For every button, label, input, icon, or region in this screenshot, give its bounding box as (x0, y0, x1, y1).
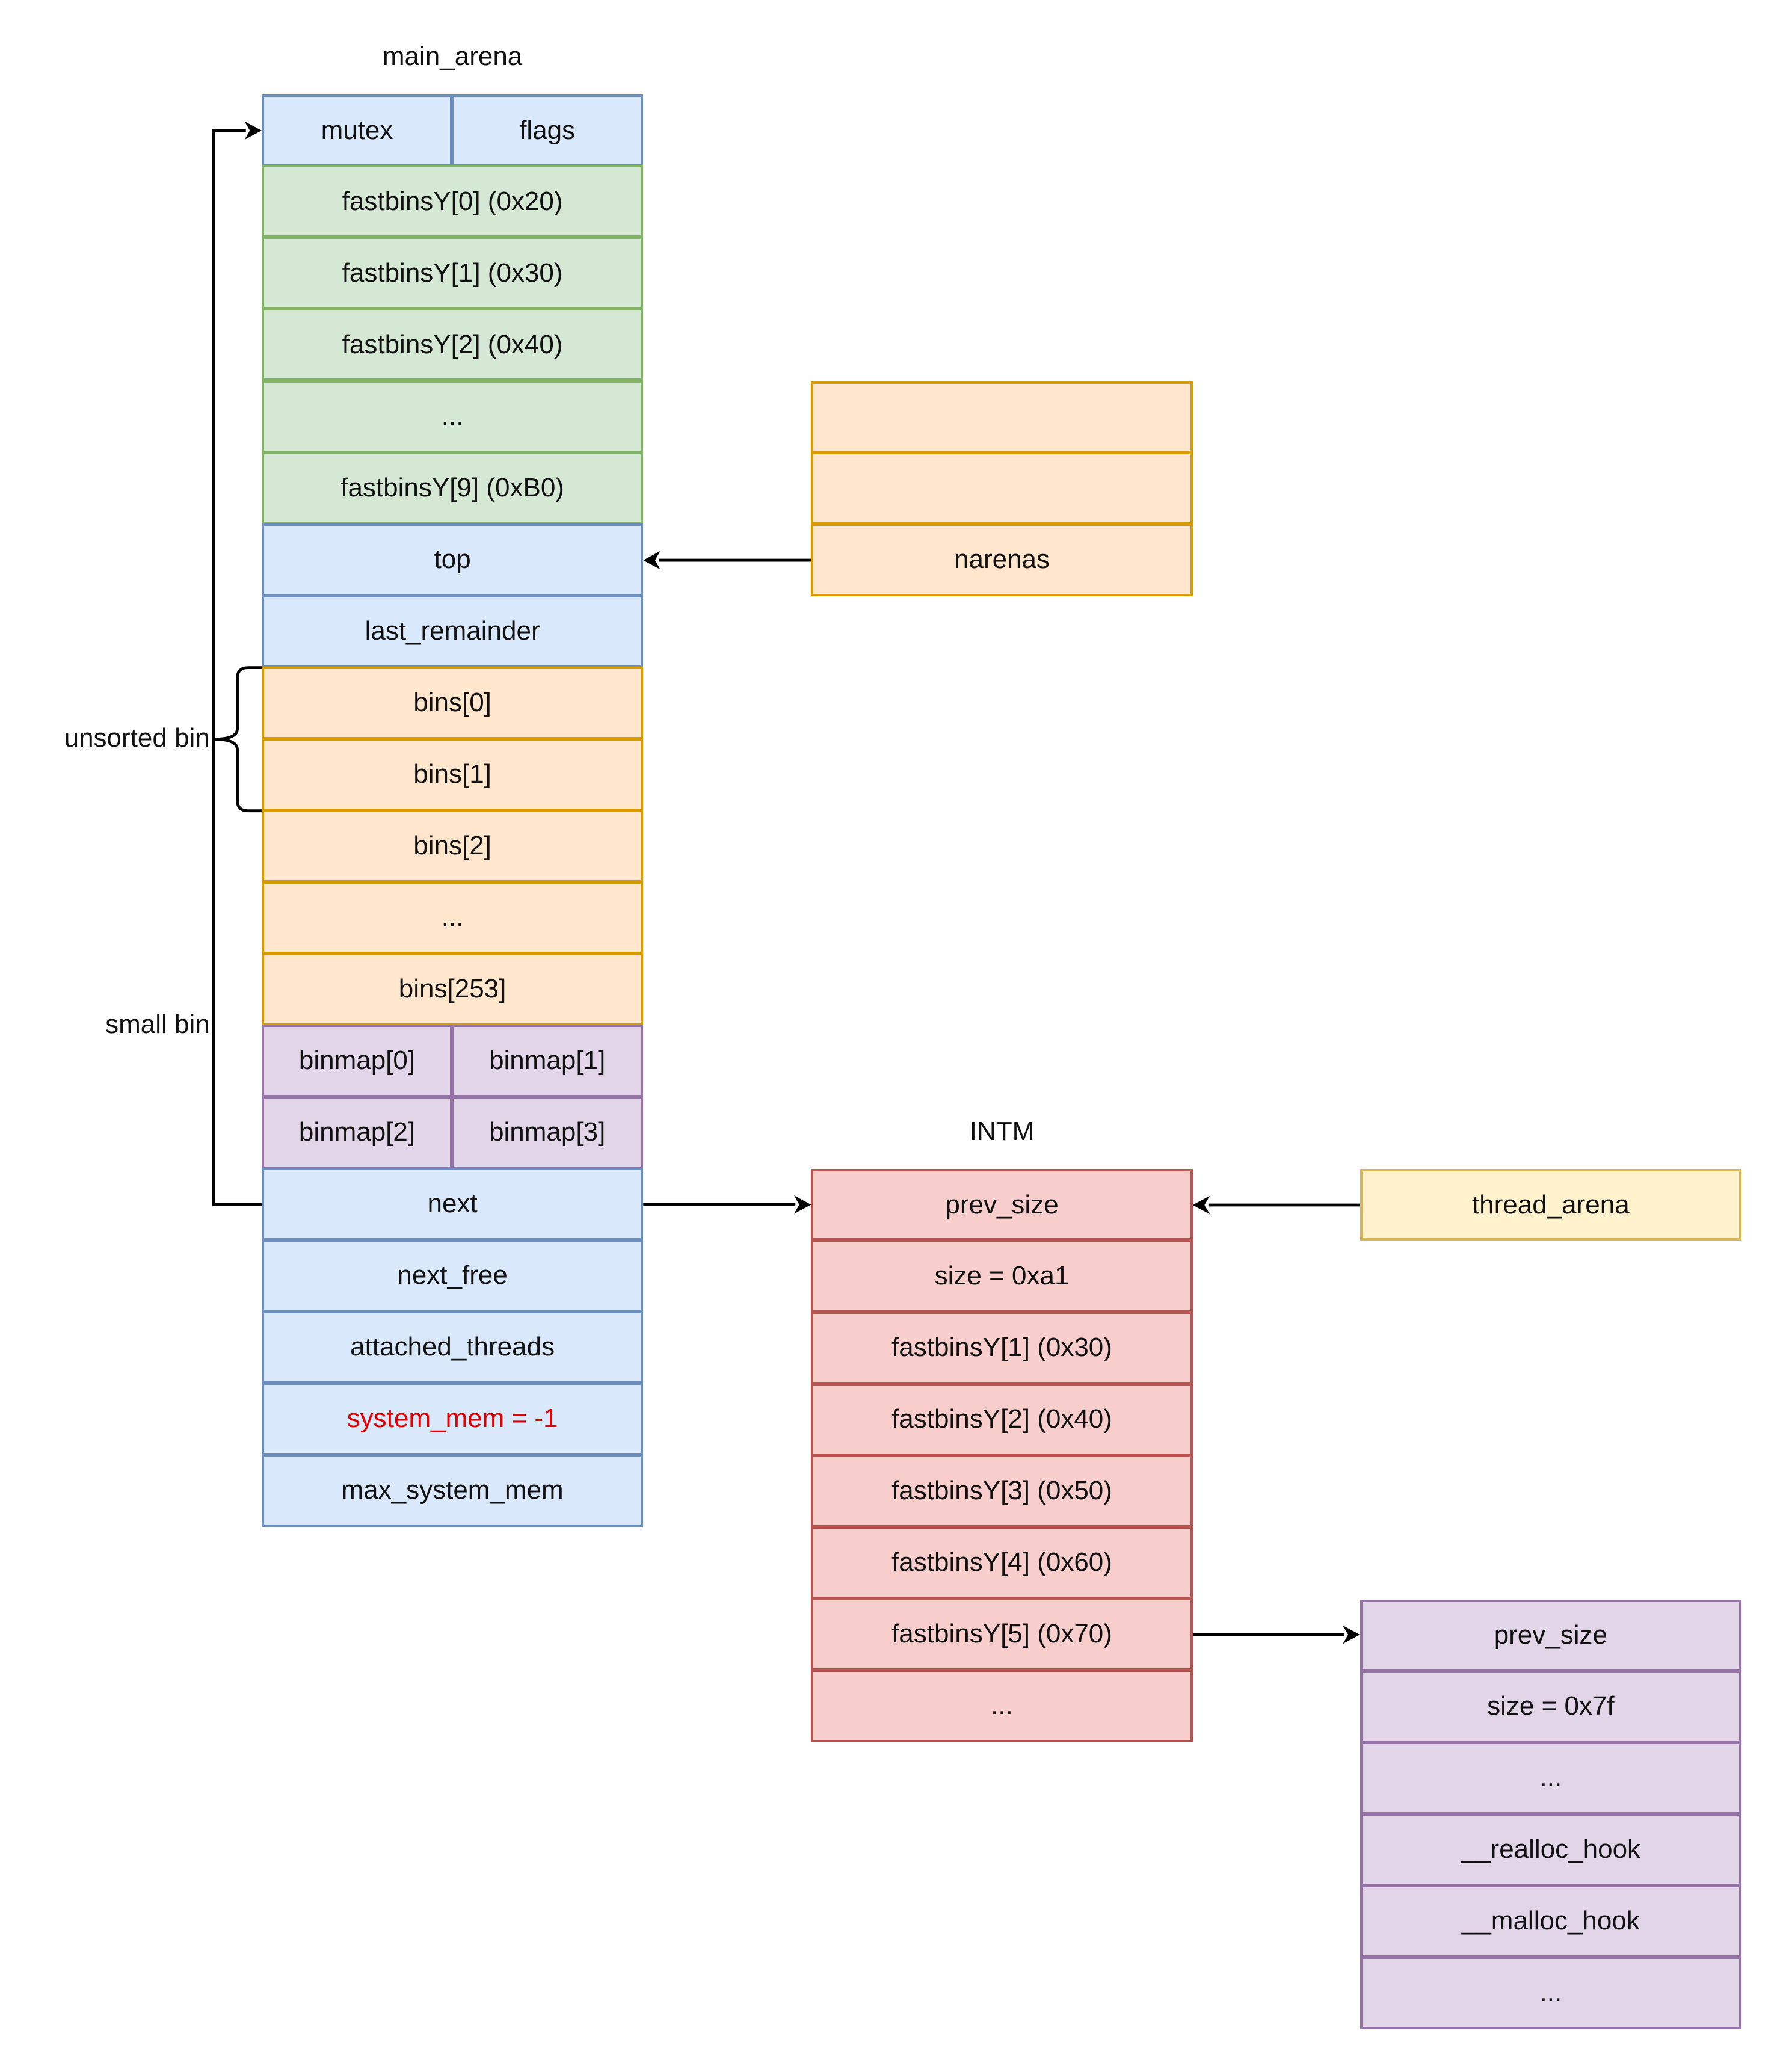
intm-field-fastbinsy-4-0x60-5: fastbinsY[4] (0x60) (811, 1526, 1193, 1599)
arrow-next-loop-to-mutex (212, 129, 262, 1206)
arrow-next-to-intm-head (793, 1195, 811, 1214)
main-arena-field-fastbinsy-2-0x40-3: fastbinsY[2] (0x40) (261, 308, 644, 381)
intm-field-fastbinsy-5-0x70-6: fastbinsY[5] (0x70) (811, 1597, 1193, 1671)
intm-field-size-0xa1-1: size = 0xa1 (811, 1239, 1193, 1313)
main-arena-title: main_arena (382, 41, 523, 71)
intm-field-fastbinsy-2-0x40-3: fastbinsY[2] (0x40) (811, 1383, 1193, 1456)
main-arena-field-top-6: top (261, 523, 644, 596)
narenas-box-field-empty-0 (811, 381, 1193, 453)
intm-field-ellipsis-7: ... (811, 1669, 1193, 1742)
narenas-box-field-empty-1 (811, 451, 1193, 525)
main-arena-field-binmap-0-13-0: binmap[0] (261, 1024, 453, 1097)
intm-field-prev-size-0: prev_size (811, 1169, 1193, 1241)
intm-field-fastbinsy-1-0x30-2: fastbinsY[1] (0x30) (811, 1311, 1193, 1384)
unsorted-bin-brace (214, 666, 262, 813)
fake-chunk-field-ellipsis-2: ... (1360, 1741, 1742, 1815)
main-arena-field-mutex-0-0: mutex (261, 94, 453, 167)
main-arena-field-bins-2-10: bins[2] (261, 809, 644, 883)
main-arena-field-max-system-mem-19: max_system_mem (261, 1454, 644, 1527)
fake-chunk-field-ellipsis-5: ... (1360, 1956, 1742, 2029)
intm-field-fastbinsy-3-0x50-4: fastbinsY[3] (0x50) (811, 1454, 1193, 1528)
main-arena-field-ellipsis-11: ... (261, 881, 644, 954)
arrow-fastbin5-to-fake-chunk-head (1343, 1625, 1360, 1644)
main-arena-field-flags-0-1: flags (451, 94, 644, 167)
arrow-thread-arena-to-intm-head (1192, 1195, 1210, 1215)
thread-arena-field-thread-arena-0: thread_arena (1360, 1169, 1742, 1241)
main-arena-field-binmap-2-14-0: binmap[2] (261, 1096, 453, 1169)
main-arena-field-fastbinsy-9-0xb0-5: fastbinsY[9] (0xB0) (261, 451, 644, 525)
main-arena-field-ellipsis-4: ... (261, 380, 644, 453)
arrow-next-loop-to-mutex-head (244, 121, 262, 140)
fake-chunk-field-prev-size-0: prev_size (1360, 1599, 1742, 1671)
small-bin-label: small bin (105, 1009, 210, 1039)
main-arena-field-next-15: next (261, 1167, 644, 1241)
main-arena-field-fastbinsy-1-0x30-2: fastbinsY[1] (0x30) (261, 236, 644, 310)
main-arena-field-bins-253-12: bins[253] (261, 952, 644, 1026)
main-arena-field-last-remainder-7: last_remainder (261, 594, 644, 668)
main-arena-field-binmap-3-14-1: binmap[3] (451, 1096, 644, 1169)
unsorted-bin-label: unsorted bin (64, 723, 210, 753)
main-arena-field-bins-1-9: bins[1] (261, 738, 644, 811)
main-arena-field-system-mem-1-18: system_mem = -1 (261, 1382, 644, 1455)
fake-chunk-field-malloc-hook-4: __malloc_hook (1360, 1884, 1742, 1958)
fake-chunk-field-realloc-hook-3: __realloc_hook (1360, 1813, 1742, 1886)
narenas-box-field-narenas-2: narenas (811, 523, 1193, 596)
fake-chunk-field-size-0x7f-1: size = 0x7f (1360, 1670, 1742, 1743)
main-arena-field-fastbinsy-0-0x20-1: fastbinsY[0] (0x20) (261, 165, 644, 238)
main-arena-field-binmap-1-13-1: binmap[1] (451, 1024, 644, 1097)
intm-title: INTM (969, 1117, 1035, 1147)
main-arena-field-bins-0-8: bins[0] (261, 666, 644, 739)
arrow-narenas-to-top-head (643, 550, 661, 570)
main-arena-field-attached-threads-17: attached_threads (261, 1310, 644, 1384)
main-arena-field-next-free-16: next_free (261, 1239, 644, 1312)
